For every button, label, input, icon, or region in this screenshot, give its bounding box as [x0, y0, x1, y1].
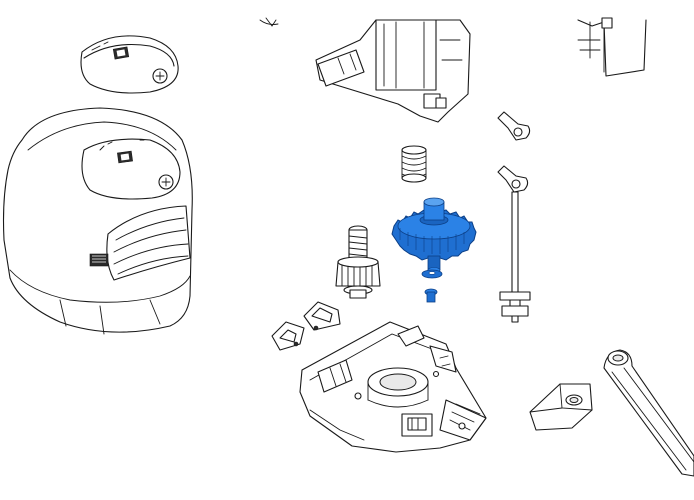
pivot-block[interactable] [529, 383, 593, 431]
triangle-clip-right[interactable] [303, 301, 341, 331]
gear-screw[interactable] [424, 288, 438, 303]
gearbox-base[interactable] [299, 321, 487, 453]
latch-key-rod[interactable] [497, 165, 531, 323]
drive-gear-assembly[interactable] [391, 197, 477, 273]
triangle-clip-left[interactable] [271, 321, 305, 351]
gear-washer[interactable] [421, 269, 443, 279]
motor-housing[interactable] [2, 107, 193, 335]
top-right-bracket[interactable] [577, 17, 647, 77]
upper-chassis[interactable] [259, 17, 471, 123]
cover-cap-top[interactable] [80, 35, 179, 94]
latch-key-top[interactable] [497, 111, 531, 141]
release-lever-arm[interactable] [603, 349, 694, 477]
worm-shaft[interactable] [335, 225, 381, 299]
spring[interactable] [401, 145, 427, 183]
